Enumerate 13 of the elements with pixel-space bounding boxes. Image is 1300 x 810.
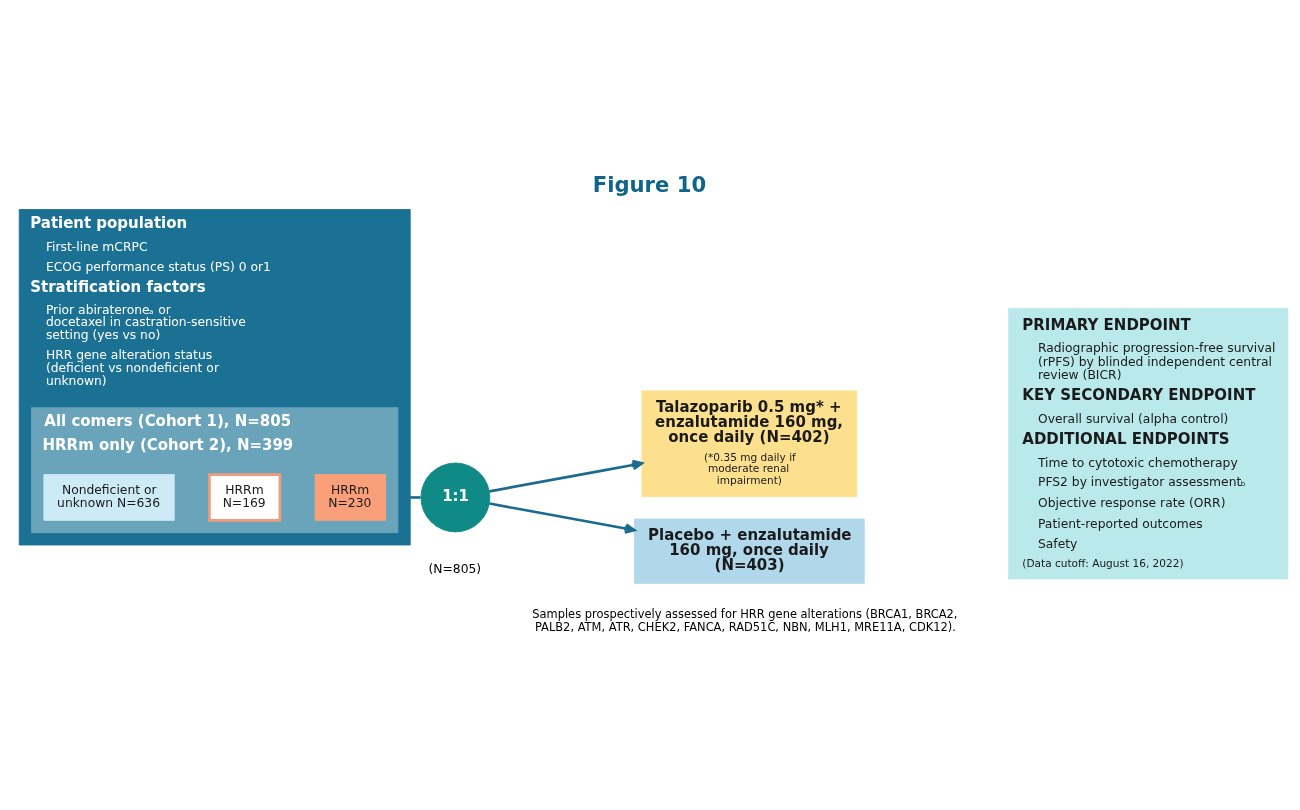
- node-box: Talazoparib 0.5 mg* + enzalutamide 160 mg, once daily (N=402) (*0.35 mg daily if moderate renal impairment): [641, 390, 858, 497]
- node-label: (N=805): [428, 561, 482, 576]
- node-box: Placebo + enzalutamide 160 mg, once daily (N=403): [633, 518, 865, 584]
- node-circle: 1:1: [420, 462, 491, 533]
- node-box: HRRm N=169: [208, 473, 282, 522]
- node-box: Nondeficient or unknown N=636: [43, 474, 175, 521]
- connector: [410, 496, 421, 499]
- arrow: [489, 459, 644, 493]
- label: Samples prospectively assessed for HRR gene alterations (BRCA1, BRCA2, PALB2, ATM, ATR, CHEK2, FANCA, RAD51C, NBN, MLH1, MRE11A, CDK12).: [532, 607, 958, 634]
- node-box: PRIMARY ENDPOINT Radiographic progression-free survival (rPFS) by blinded independent central review (BICR) KEY SECONDARY ENDPOINT Overall survival (alpha control) ADDITIONAL ENDPOINTS Time to cytotoxic chemotherapy PFS2 by investigator assessmentb Objective response rate (ORR) Patient-reported outcomes Safety (Data cutoff: August 16, 2022): [1008, 308, 1289, 580]
- diagram-title: Figure 10: [592, 172, 707, 198]
- node-box: HRRm N=230: [314, 474, 386, 521]
- arrow: [489, 502, 636, 534]
